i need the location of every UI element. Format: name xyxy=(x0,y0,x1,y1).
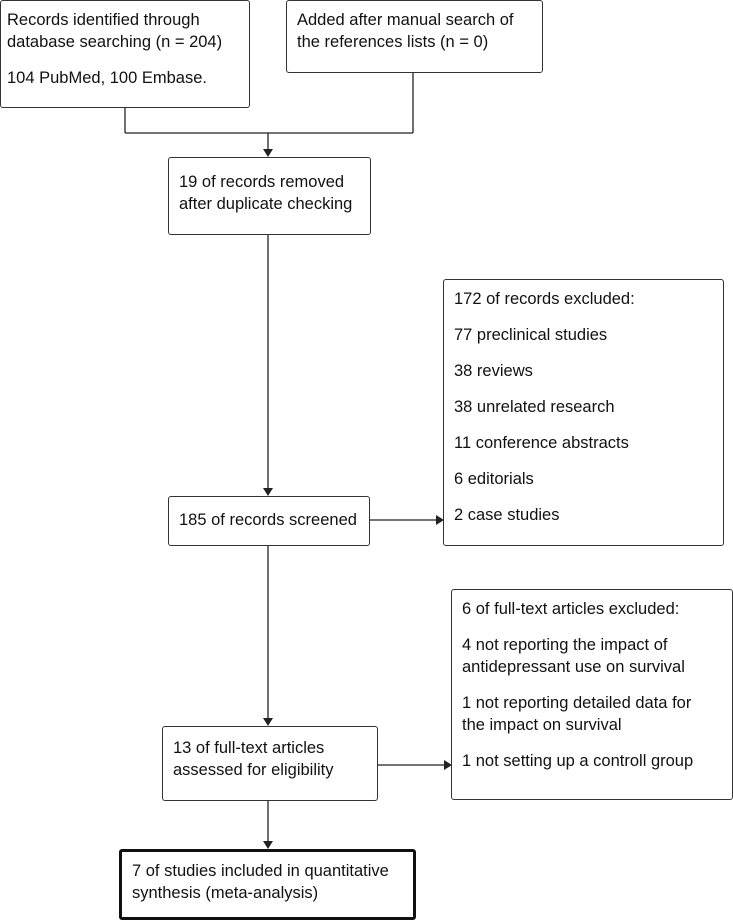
arrowhead-to-screened xyxy=(263,488,273,496)
manual-search-box: Added after manual search of the referen… xyxy=(286,0,543,73)
records-excluded-title: 172 of records excluded: xyxy=(454,290,635,308)
manual-line-1: Added after manual search of xyxy=(297,11,514,29)
excluded-reason-editorials: 6 editorials xyxy=(454,470,534,488)
identified-line-2: database searching (n = 204) xyxy=(7,33,223,51)
fulltext-excluded-reason-3: 1 not setting up a controll group xyxy=(462,752,694,770)
included-line-2: synthesis (meta-analysis) xyxy=(132,884,319,902)
excluded-reason-reviews: 38 reviews xyxy=(454,362,533,380)
arrowhead-to-fulltext xyxy=(263,718,273,726)
fulltext-line-2: assessed for eligibility xyxy=(173,761,334,779)
arrowhead-to-included xyxy=(263,841,273,849)
excluded-reason-unrelated: 38 unrelated research xyxy=(454,398,615,416)
identified-line-1: Records identified through xyxy=(7,11,200,29)
screened-line-1: 185 of records screened xyxy=(179,511,357,529)
fulltext-line-1: 13 of full-text articles xyxy=(173,739,325,757)
records-identified-box: Records identified through database sear… xyxy=(0,0,250,108)
arrowhead-to-excluded-fulltext xyxy=(444,760,452,770)
fulltext-excluded-reason-1b: antidepressant use on survival xyxy=(462,658,685,676)
excluded-reason-preclinical: 77 preclinical studies xyxy=(454,326,608,344)
excluded-reason-conference: 11 conference abstracts xyxy=(454,434,629,452)
fulltext-excluded-box: 6 of full-text articles excluded: 4 not … xyxy=(451,589,733,800)
studies-included-box: 7 of studies included in quantitative sy… xyxy=(119,849,416,920)
records-screened-box: 185 of records screened xyxy=(168,496,370,546)
fulltext-excluded-title: 6 of full-text articles excluded: xyxy=(462,600,680,618)
records-excluded-box: 172 of records excluded: 77 preclinical … xyxy=(443,279,724,546)
manual-line-2: the references lists (n = 0) xyxy=(297,33,489,51)
included-line-1: 7 of studies included in quantitative xyxy=(132,862,389,880)
excluded-reason-case-studies: 2 case studies xyxy=(454,506,560,524)
arrowhead-to-excluded-records xyxy=(436,515,444,525)
duplicates-removed-box: 19 of records removed after duplicate ch… xyxy=(168,157,371,235)
fulltext-excluded-reason-2a: 1 not reporting detailed data for xyxy=(462,694,692,712)
identified-line-3: 104 PubMed, 100 Embase. xyxy=(7,69,207,87)
arrowhead-to-duplicates xyxy=(263,149,273,157)
fulltext-excluded-reason-2b: the impact on survival xyxy=(462,716,622,734)
duplicates-line-1: 19 of records removed xyxy=(179,173,345,191)
duplicates-line-2: after duplicate checking xyxy=(179,195,353,213)
fulltext-excluded-reason-1a: 4 not reporting the impact of xyxy=(462,636,668,654)
fulltext-assessed-box: 13 of full-text articles assessed for el… xyxy=(162,726,378,801)
